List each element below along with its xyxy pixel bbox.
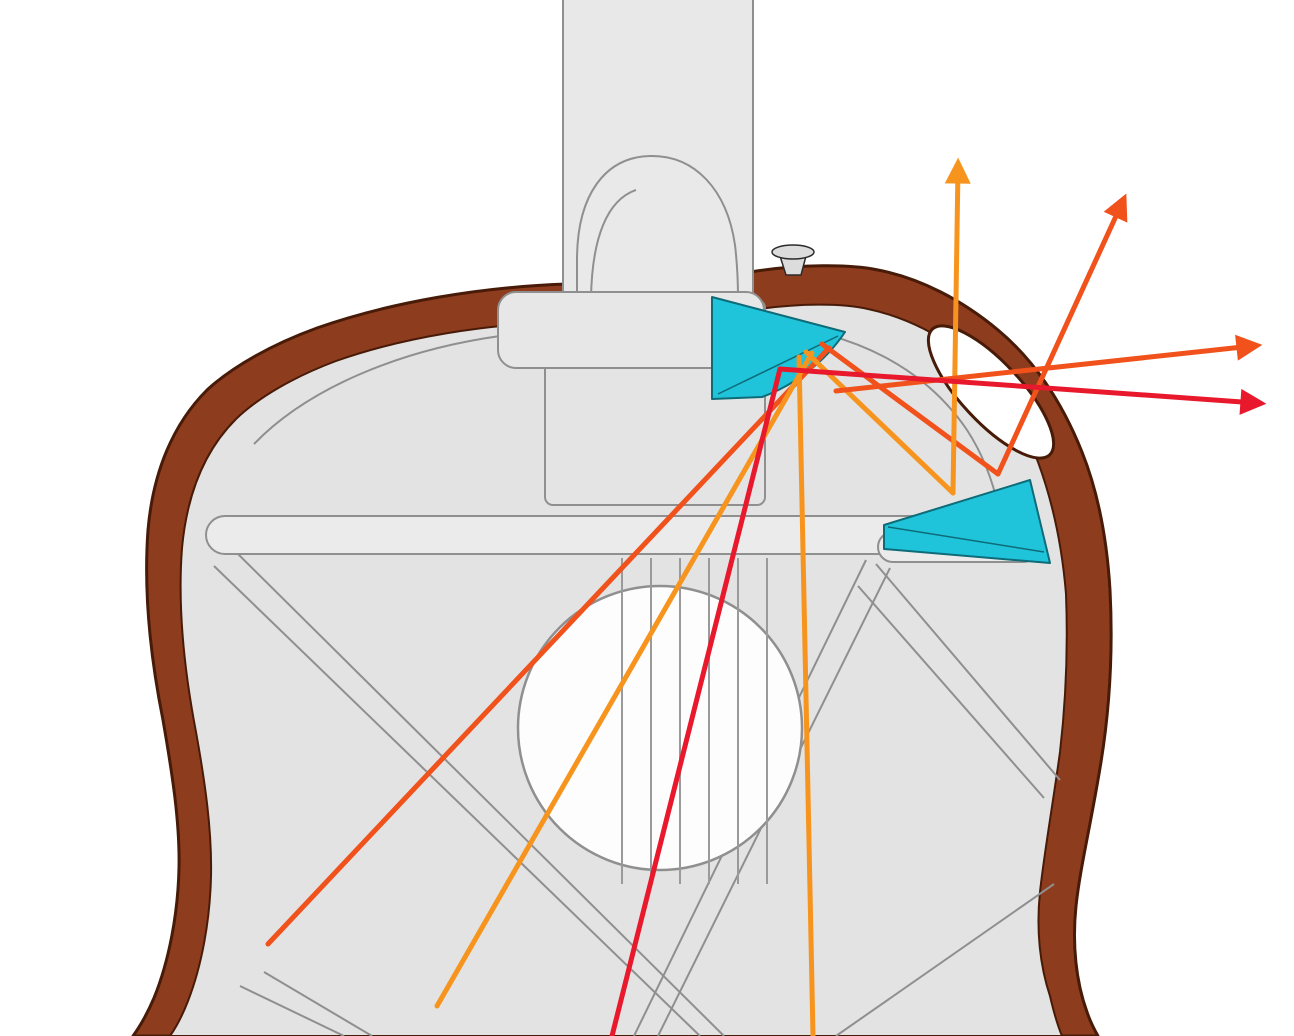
side-brace-right-edge bbox=[857, 585, 1045, 799]
lower-left-brace-edge bbox=[263, 971, 373, 1036]
sound-deflectors bbox=[711, 296, 1051, 564]
sound-ray-bounce bbox=[803, 349, 956, 496]
sound-ray-incoming bbox=[434, 350, 815, 1009]
sound-rays-layer bbox=[265, 157, 1267, 1036]
sound-ray-incoming bbox=[796, 354, 816, 1036]
strings bbox=[621, 558, 768, 884]
x-brace-left-edge bbox=[213, 565, 701, 1036]
x-brace-left-edge bbox=[237, 553, 725, 1036]
heel-cap-inner-line bbox=[590, 189, 637, 299]
end-pin-head bbox=[771, 244, 815, 260]
sound-ray-outgoing-arrow bbox=[944, 157, 971, 496]
heel-cap bbox=[576, 154, 740, 299]
sound-ray-incoming bbox=[609, 366, 783, 1036]
lower-right-brace-edge bbox=[835, 883, 1055, 1036]
end-pin bbox=[771, 244, 815, 276]
sound-ray-outgoing-arrow bbox=[833, 334, 1263, 394]
lower-left-brace-edge bbox=[239, 985, 345, 1036]
sound-ray-incoming bbox=[265, 345, 832, 947]
sound-deflector-lower bbox=[883, 479, 1051, 564]
sound-hole bbox=[516, 584, 804, 872]
sound-ray-outgoing-arrow bbox=[777, 366, 1267, 415]
upper-bout-line-left bbox=[253, 335, 501, 445]
sound-deflector-lower-edge bbox=[887, 526, 1045, 553]
neck bbox=[562, 0, 754, 313]
sound-deflector-upper-edge bbox=[717, 335, 839, 395]
sound-ray-bounce bbox=[819, 341, 1001, 477]
side-brace-right-edge bbox=[875, 563, 1061, 781]
sound-ray-outgoing-arrow bbox=[995, 193, 1128, 477]
